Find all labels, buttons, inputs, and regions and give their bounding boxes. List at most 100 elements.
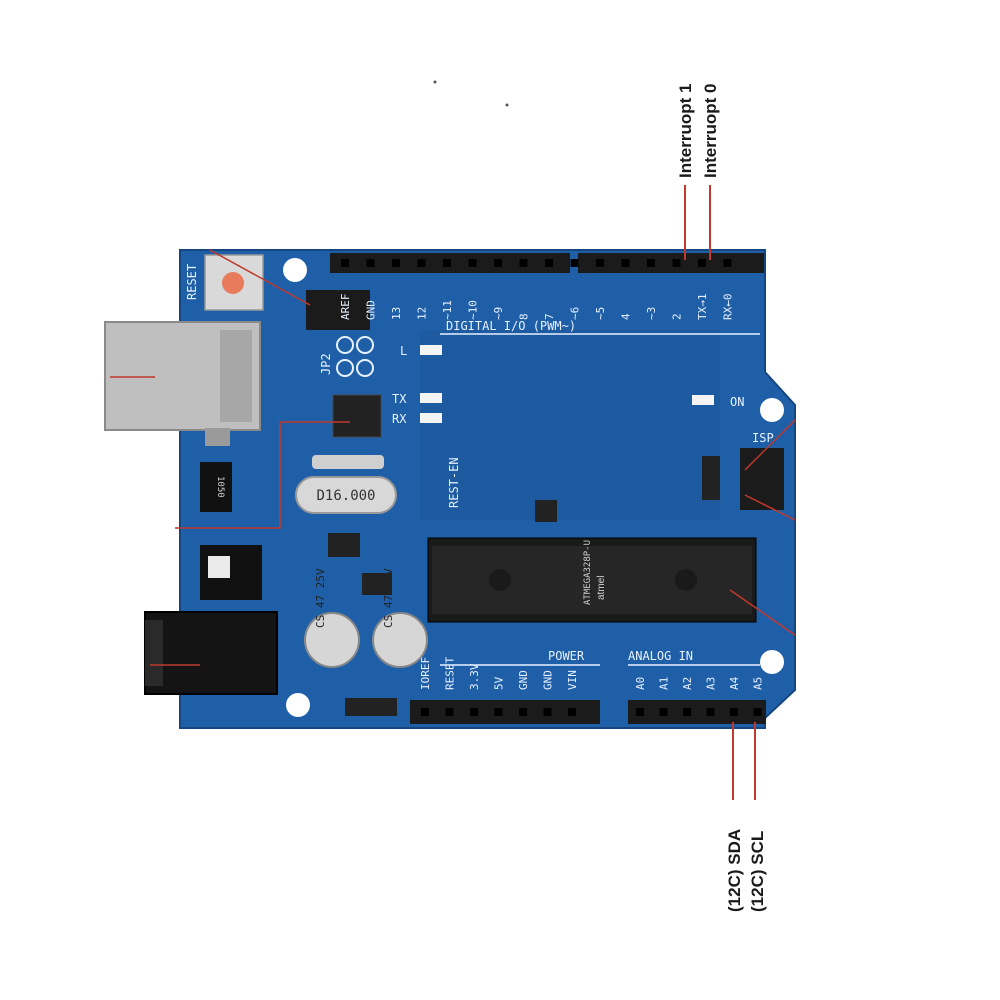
mounting-hole — [760, 650, 784, 674]
header-pin-hole[interactable] — [468, 259, 477, 267]
header-pin-hole[interactable] — [417, 259, 426, 267]
capacitor — [372, 612, 428, 668]
header-pin-hole[interactable] — [341, 259, 349, 267]
header-pin-hole[interactable] — [570, 259, 579, 267]
sda-callout: (12C) SDA — [725, 829, 744, 912]
crystal-label: D16.000 — [316, 488, 375, 504]
pin-label: A4 — [728, 676, 741, 690]
smd-chip — [362, 573, 392, 595]
pin-label: TX→1 — [696, 294, 709, 321]
pin-label: 13 — [390, 307, 403, 320]
capacitor-label: CS 47 25V — [314, 568, 327, 628]
header-pin-hole[interactable] — [519, 259, 528, 267]
interrupt1-callout: Interruopt 1 — [676, 84, 695, 178]
header-pin-hole[interactable] — [519, 708, 527, 716]
header-pin-hole[interactable] — [421, 708, 429, 716]
header-pin-hole[interactable] — [470, 708, 478, 716]
on-label: ON — [730, 395, 744, 409]
crystal-oscillator — [295, 476, 397, 514]
reset-button-cap[interactable] — [222, 272, 244, 294]
header-pin-hole[interactable] — [730, 708, 738, 716]
header-pin-hole[interactable] — [647, 259, 655, 267]
header-pin-hole[interactable] — [753, 708, 762, 716]
chip-dot — [675, 569, 697, 591]
pin-label: A5 — [752, 677, 765, 690]
reset-en-label: REST-EN — [447, 457, 461, 508]
mounting-hole — [286, 693, 310, 717]
header-pin-hole[interactable] — [494, 259, 502, 267]
pointer-line — [744, 494, 796, 521]
pointer-line — [744, 419, 796, 471]
interrupt0-callout: Interruopt 0 — [701, 84, 720, 178]
pin-label: 2 — [671, 313, 684, 320]
pin-label: GND — [542, 670, 555, 690]
chip-notch — [489, 569, 511, 591]
digital-header-body-right — [578, 253, 764, 273]
jp2-label: JP2 — [319, 353, 333, 375]
smd-chip — [535, 500, 557, 522]
header-pin-hole[interactable] — [672, 259, 681, 267]
pin-label: ~6 — [569, 307, 582, 320]
pin-label: RESET — [444, 657, 457, 690]
pin-label: 3.3V — [468, 663, 481, 690]
jp2-pad — [356, 336, 374, 354]
header-pin-hole[interactable] — [636, 708, 644, 716]
regulator-small — [200, 462, 232, 512]
header-pin-hole[interactable] — [596, 259, 604, 267]
isp-label: ISP — [752, 431, 774, 445]
header-pin-hole[interactable] — [445, 708, 454, 716]
dc-barrel-jack — [144, 611, 278, 695]
smd-crystal — [312, 455, 384, 469]
header-pin-hole[interactable] — [366, 259, 375, 267]
jp2-pad — [336, 336, 354, 354]
pin-label: 5V — [493, 676, 506, 690]
header-pin-hole[interactable] — [621, 259, 630, 267]
header-pin-hole[interactable] — [706, 708, 715, 716]
analog-header-body — [628, 700, 766, 724]
pin-label: A2 — [681, 677, 694, 690]
pointer-line — [175, 421, 350, 529]
header-pin-hole[interactable] — [543, 708, 552, 716]
pin-label: ~10 — [467, 300, 480, 320]
digital-header-label: DIGITAL I/O (PWM~) — [446, 319, 576, 333]
scl-callout: (12C) SCL — [748, 831, 767, 912]
pcb-shade — [420, 330, 720, 520]
pin-label: A1 — [658, 677, 671, 690]
dc-barrel-jack-front — [145, 620, 163, 686]
header-pin-hole[interactable] — [494, 708, 503, 716]
power-label: POWER — [548, 649, 585, 663]
smd-chip — [328, 533, 360, 557]
icsp-header-usb — [306, 290, 370, 330]
tx-label: TX — [392, 392, 407, 406]
capacitor — [304, 612, 360, 668]
pin-label: 12 — [416, 307, 429, 320]
pin-label: 8 — [518, 313, 531, 320]
usb-interface-chip — [332, 394, 382, 438]
pointer-lines — [110, 249, 796, 666]
header-pin-hole[interactable] — [392, 259, 400, 267]
header-pin-hole[interactable] — [568, 708, 576, 716]
header-pin-hole[interactable] — [545, 259, 553, 267]
speck — [505, 103, 509, 107]
pin-label: 4 — [620, 313, 633, 320]
led-tx — [420, 393, 442, 403]
smd-chip — [702, 456, 720, 500]
pin-label: ~9 — [492, 307, 505, 320]
jp2-pad — [356, 359, 374, 377]
led-rx — [420, 413, 442, 423]
l-label: L — [400, 344, 407, 358]
header-pin-hole[interactable] — [443, 259, 451, 267]
pin-label: ~11 — [441, 300, 454, 320]
pointer-line — [729, 589, 796, 636]
header-pin-hole[interactable] — [723, 259, 732, 267]
analog-label: ANALOG IN — [628, 649, 693, 663]
microcontroller-chip — [432, 546, 752, 614]
pin-label: RX←0 — [722, 294, 735, 321]
header-pin-hole[interactable] — [683, 708, 691, 716]
header-pin-hole[interactable] — [698, 259, 706, 267]
pin-label: VIN — [566, 670, 579, 690]
header-pin-hole[interactable] — [659, 708, 668, 716]
pin-label: ~3 — [645, 307, 658, 320]
pin-label: GND — [365, 300, 378, 320]
